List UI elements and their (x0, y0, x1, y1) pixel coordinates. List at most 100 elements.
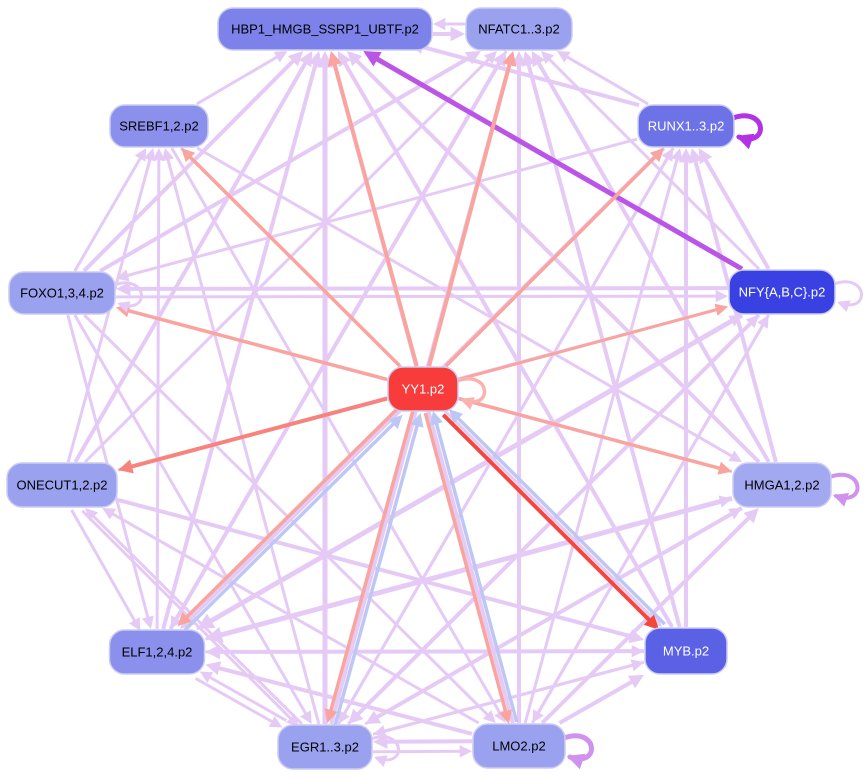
edge-ELF1-HBP1 (161, 60, 319, 630)
self-loop-YY1-arrowhead (460, 397, 475, 410)
edge-NFY-LMO2 (535, 314, 770, 717)
edge-RUNX1-EGR1-arrowhead (338, 710, 350, 724)
node-EGR1[interactable] (277, 724, 373, 770)
edge-MYB-EGR1-arrowhead (373, 725, 387, 738)
node-LMO2[interactable] (472, 723, 566, 769)
node-MYB[interactable] (644, 627, 728, 675)
edge-EGR1-ELF1-arrowhead (199, 671, 214, 683)
edge-FOXO1-ELF1-arrowhead (141, 615, 154, 629)
edge-HMGA1-NFATC1 (534, 58, 771, 463)
edge-RUNX1-FOXO1-arrowhead (116, 269, 130, 282)
edge-LMO2-YY1 (433, 419, 519, 723)
self-loop-RUNX1-arrowhead (736, 133, 755, 150)
node-RUNX1[interactable] (637, 104, 735, 148)
edge-MYB-YY1 (454, 414, 666, 626)
edge-FOXO1-LMO2-arrowhead (482, 709, 496, 723)
edge-YY1-SREBF1-arrowhead (181, 148, 196, 163)
node-SREBF1[interactable] (109, 104, 209, 148)
node-NFATC1[interactable] (465, 7, 573, 51)
self-loop-HMGA1-arrowhead (833, 493, 849, 507)
edge-ONECUT1-ELF1-arrowhead (129, 617, 141, 631)
node-ONECUT1[interactable] (6, 462, 118, 508)
edge-FOXO1-EGR1-arrowhead (300, 710, 312, 724)
edge-YY1-ONECUT1-arrowhead (118, 459, 134, 474)
edge-NFATC1-ELF1-arrowhead (170, 615, 182, 629)
edge-LMO2-RUNX1 (523, 155, 680, 724)
edge-YY1-NFATC1 (427, 60, 513, 367)
edge-YY1-MYB (441, 413, 654, 625)
edge-NFY-NFATC1-arrowhead (541, 51, 555, 65)
edge-YY1-EGR1 (328, 410, 415, 715)
edge-ELF1-EGR1 (194, 677, 276, 725)
node-ELF1[interactable] (108, 629, 206, 675)
edge-LMO2-NFATC1-arrowhead (511, 51, 527, 66)
edge-MYB-EGR1 (380, 660, 645, 734)
edge-ELF1-YY1 (181, 420, 398, 634)
edge-FOXO1-NFATC1 (99, 54, 474, 273)
edge-LMO2-ONECUT1-arrowhead (102, 508, 117, 520)
edge-NFATC1-ELF1 (173, 50, 508, 623)
edge-EGR1-SREBF1-arrowhead (162, 148, 174, 162)
edge-RUNX1-NFATC1 (563, 54, 649, 106)
edge-ELF1-EGR1-arrowhead (268, 716, 283, 728)
edge-ONECUT1-MYB (117, 497, 635, 640)
self-loop-FOXO1-arrowhead (117, 301, 131, 313)
edge-FOXO1-HBP1-arrowhead (287, 51, 304, 67)
edge-MYB-HBP1 (341, 58, 674, 629)
edge-YY1-MYB-arrowhead (643, 614, 660, 630)
edge-NFY-HBP1-arrowhead (363, 51, 382, 67)
edge-NFY-HBP1 (371, 54, 744, 272)
edge-EGR1-ELF1 (206, 674, 288, 722)
edge-YY1-ONECUT1 (127, 396, 388, 470)
edge-YY1-ELF1 (182, 407, 399, 621)
edge-ELF1-YY1-arrowhead (388, 414, 403, 429)
edge-FOXO1-SREBF1-arrowhead (134, 148, 147, 162)
edge-NFY-LMO2-arrowhead (532, 709, 544, 723)
edge-RUNX1-EGR1 (341, 147, 675, 718)
edge-NFY-EGR1-arrowhead (348, 708, 364, 724)
node-HBP1[interactable] (217, 7, 433, 51)
edge-RUNX1-NFATC1-arrowhead (556, 51, 571, 63)
node-YY1[interactable] (387, 366, 459, 412)
edge-YY1-LMO2-arrowhead (499, 709, 512, 725)
edge-NFY-FOXO1-arrowhead (115, 281, 131, 297)
edge-ONECUT1-MYB-arrowhead (628, 629, 644, 644)
edge-YY1-HBP1-arrowhead (327, 51, 342, 67)
edge-ELF1-MYB-arrowhead (631, 644, 644, 658)
node-NFY[interactable] (728, 269, 836, 315)
edge-RUNX1-HBP1 (418, 43, 640, 108)
edge-MYB-YY1-arrowhead (448, 409, 464, 424)
edge-FOXO1-NFY-arrowhead (715, 289, 729, 303)
edge-YY1-ELF1-arrowhead (177, 612, 192, 627)
edge-SREBF1-HMGA1-arrowhead (728, 450, 743, 462)
node-FOXO1[interactable] (8, 271, 116, 315)
edge-MYB-NFATC1-arrowhead (521, 51, 536, 67)
edge-LMO2-HMGA1-arrowhead (743, 508, 759, 524)
edge-YY1-NFY-arrowhead (714, 303, 728, 316)
self-loop-EGR1-arrowhead (374, 755, 388, 767)
edge-EGR1-YY1-arrowhead (410, 413, 424, 428)
edge-FOXO1-HBP1 (82, 56, 298, 273)
edge-NFY-FOXO1 (126, 286, 728, 291)
edge-FOXO1-NFATC1-arrowhead (464, 51, 481, 65)
edge-NFATC1-HBP1-arrowhead (433, 17, 446, 31)
edge-LMO2-MYB-arrowhead (627, 674, 644, 689)
edge-YY1-FOXO1 (124, 308, 388, 382)
self-loop-NFY-arrowhead (837, 300, 851, 312)
edge-LMO2-RUNX1-arrowhead (670, 148, 683, 162)
edge-LMO2-YY1-arrowhead (430, 410, 443, 426)
node-HMGA1[interactable] (732, 462, 832, 508)
edge-ONECUT1-HBP1 (73, 58, 310, 463)
edge-YY1-EGR1-arrowhead (324, 708, 338, 723)
edge-HMGA1-EGR1 (372, 506, 743, 721)
edge-ONECUT1-NFATC1 (83, 56, 492, 464)
edge-SREBF1-HMGA1 (196, 146, 736, 460)
edge-EGR1-ONECUT1-arrowhead (85, 508, 99, 522)
edge-HBP1-NFATC1-arrowhead (450, 26, 465, 42)
edge-EGR1-YY1 (333, 421, 420, 726)
edge-LMO2-ELF1-arrowhead (205, 661, 222, 676)
edge-FOXO1-EGR1 (73, 314, 309, 718)
edge-ELF1-SREBF1-arrowhead (152, 148, 166, 161)
